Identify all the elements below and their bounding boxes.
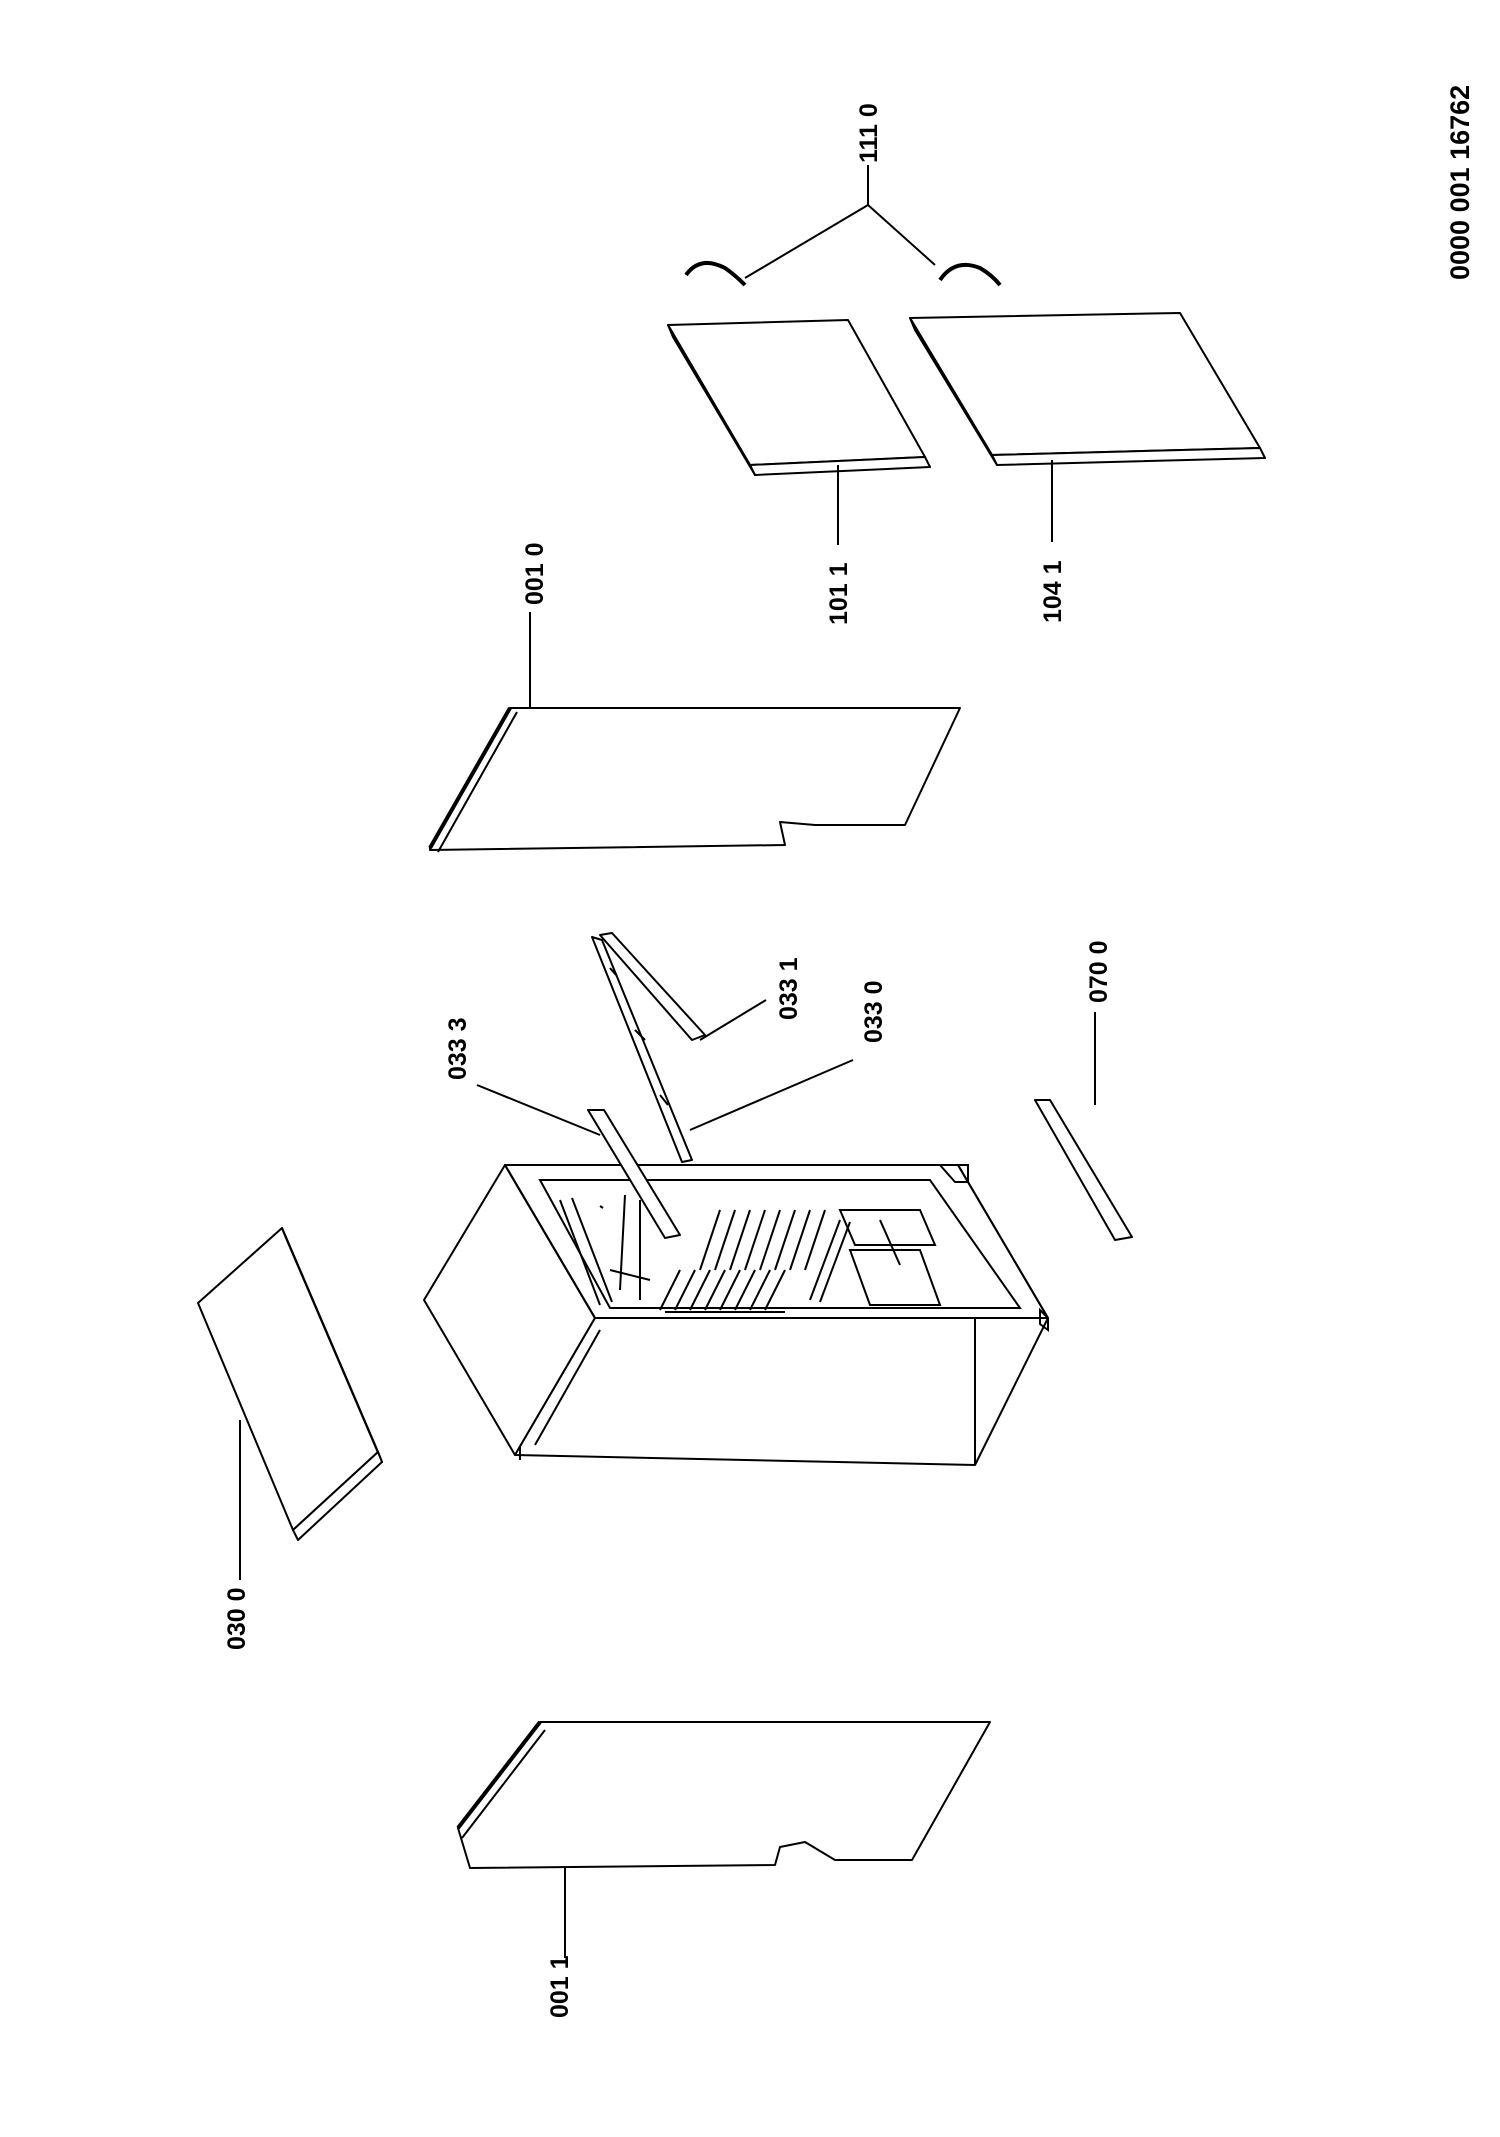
- side-panel-right: [428, 707, 961, 853]
- callout-033-1: 033 1: [775, 957, 803, 1020]
- callout-001-0: 001 0: [521, 542, 549, 605]
- leader-lines: [239, 165, 1096, 1958]
- top-cover-plate: [197, 1227, 383, 1541]
- evaporator-ribs-upper: [699, 1209, 826, 1271]
- evaporator-ribs-lower: [659, 1269, 786, 1311]
- rail-033-0: [591, 936, 693, 1163]
- callout-111-0: 111 0: [855, 103, 883, 163]
- cabinet-body: [423, 1164, 1050, 1466]
- rail-033-1: [599, 932, 706, 1041]
- callout-104-1: 104 1: [1039, 560, 1067, 623]
- callout-070-0: 070 0: [1085, 940, 1113, 1003]
- rail-070-0: [1034, 1099, 1133, 1241]
- door-upper: [667, 319, 931, 476]
- callout-101-1: 101 1: [825, 562, 853, 625]
- side-panel-left: [456, 1720, 991, 1869]
- callout-033-0: 033 0: [860, 980, 888, 1043]
- callout-001-1: 001 1: [546, 1955, 574, 2018]
- hinge-right: [938, 263, 1002, 287]
- document-number: 0000 001 16762: [1445, 84, 1475, 280]
- hinge-left: [684, 260, 747, 287]
- door-lower: [909, 312, 1266, 466]
- callout-030-0: 030 0: [223, 1587, 251, 1650]
- rail-033-3: [587, 1109, 681, 1239]
- callout-033-3: 033 3: [444, 1017, 472, 1080]
